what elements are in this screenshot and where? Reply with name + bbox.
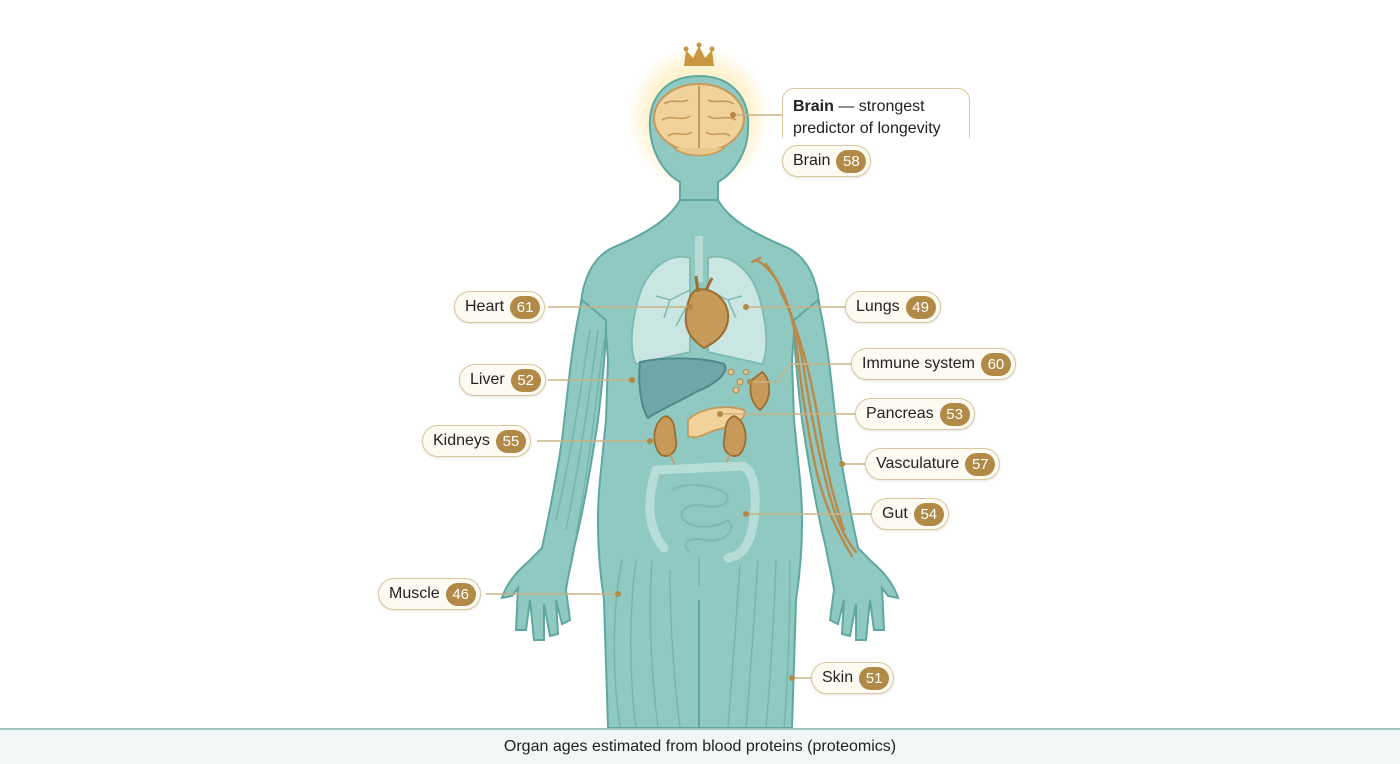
- organ-age-badge: 55: [496, 430, 526, 453]
- organ-name: Immune system: [862, 355, 975, 373]
- organ-label-brain: Brain 58: [782, 145, 871, 177]
- organ-label-muscle: Muscle 46: [378, 578, 481, 610]
- organ-age-badge: 49: [906, 296, 936, 319]
- anatomy-figure: [0, 0, 1400, 728]
- organ-label-immune-system: Immune system 60: [851, 348, 1016, 380]
- organ-name: Gut: [882, 505, 908, 523]
- organ-name: Liver: [470, 371, 505, 389]
- organ-label-lungs: Lungs 49: [845, 291, 941, 323]
- organ-age-badge: 53: [940, 403, 970, 426]
- organ-label-skin: Skin 51: [811, 662, 894, 694]
- callout-bold: Brain: [793, 98, 834, 115]
- organ-label-pancreas: Pancreas 53: [855, 398, 975, 430]
- organ-name: Kidneys: [433, 432, 490, 450]
- organ-name: Muscle: [389, 585, 440, 603]
- organ-name: Pancreas: [866, 405, 934, 423]
- caption-text: Organ ages estimated from blood proteins…: [504, 738, 896, 756]
- organ-age-badge: 52: [511, 369, 541, 392]
- organ-age-badge: 57: [965, 453, 995, 476]
- brain-callout: Brain — strongest predictor of longevity: [782, 88, 970, 138]
- organ-age-badge: 54: [914, 503, 944, 526]
- organ-label-vasculature: Vasculature 57: [865, 448, 1000, 480]
- organ-label-gut: Gut 54: [871, 498, 949, 530]
- footer-caption: Organ ages estimated from blood proteins…: [0, 728, 1400, 764]
- organ-label-liver: Liver 52: [459, 364, 546, 396]
- organ-name: Heart: [465, 298, 504, 316]
- organ-label-heart: Heart 61: [454, 291, 545, 323]
- organ-age-badge: 46: [446, 583, 476, 606]
- organ-age-badge: 51: [859, 667, 889, 690]
- organ-name: Brain: [793, 152, 830, 170]
- organ-age-badge: 61: [510, 296, 540, 319]
- organ-name: Lungs: [856, 298, 900, 316]
- crown-icon: [684, 43, 715, 67]
- organ-name: Vasculature: [876, 455, 959, 473]
- organ-label-kidneys: Kidneys 55: [422, 425, 531, 457]
- organ-age-badge: 58: [836, 150, 866, 173]
- organ-name: Skin: [822, 669, 853, 687]
- organ-age-badge: 60: [981, 353, 1011, 376]
